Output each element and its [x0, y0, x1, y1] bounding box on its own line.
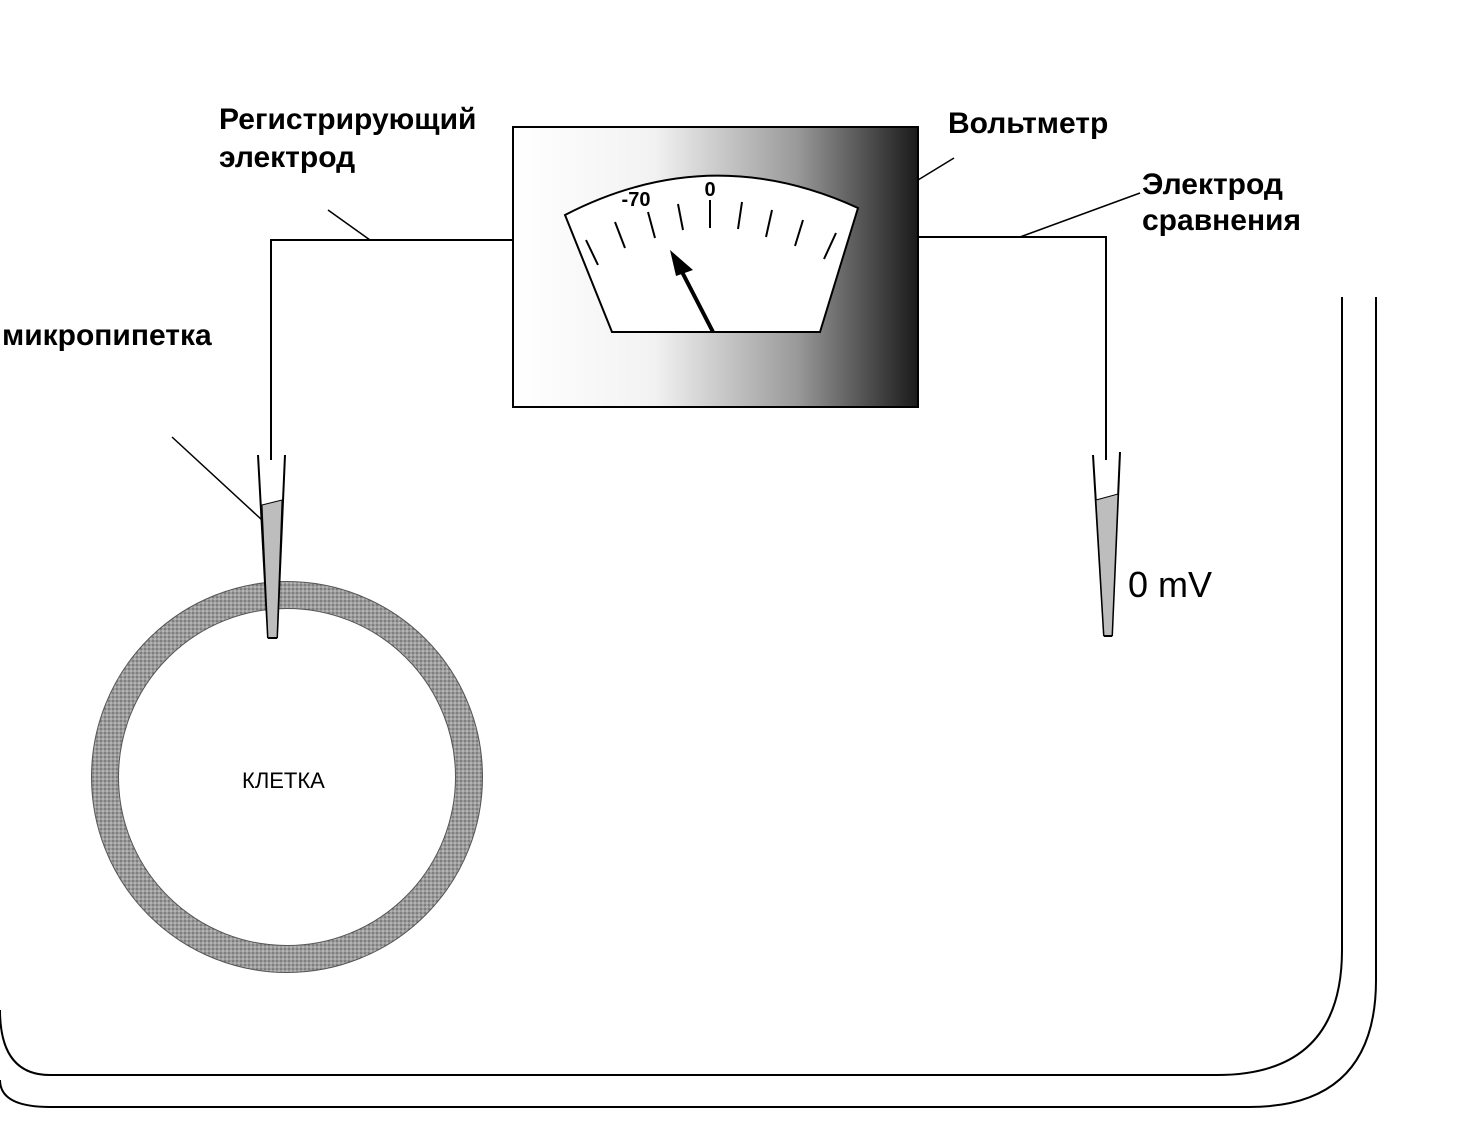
bath-potential-label: 0 mV: [1128, 564, 1213, 605]
leader-recording-electrode: [327, 209, 371, 241]
voltmeter-ticks: [585, 200, 837, 266]
reference-electrode-wire: [918, 236, 1107, 460]
leader-micropipette: [171, 436, 263, 521]
voltmeter-label: Вольтметр: [948, 107, 1109, 140]
voltmeter-dial-face: [563, 174, 860, 333]
voltmeter-needle-arrowhead: [670, 250, 693, 276]
recording-micropipette: [257, 454, 286, 639]
voltmeter-needle: [678, 267, 715, 333]
cell-label: КЛЕТКА: [242, 768, 325, 793]
cell-membrane: [91, 581, 483, 973]
reference-electrode-label-line1: Электрод: [1142, 168, 1283, 201]
voltmeter-scale-label-zero: 0: [704, 179, 715, 201]
recording-electrode-label-line1: Регистрирующий: [219, 103, 477, 136]
micropipette-label: микропипетка: [2, 319, 212, 352]
reference-micropipette: [1092, 451, 1121, 637]
dish-outer-wall: [0, 297, 1377, 1108]
dish-inner-wall: [0, 297, 1343, 1076]
leader-reference-electrode: [1019, 192, 1141, 238]
cell-membrane-outer-edge: [91, 581, 483, 973]
leader-voltmeter: [917, 157, 955, 181]
recording-electrode-label-line2: электрод: [219, 141, 356, 174]
voltmeter: -70 0: [512, 126, 919, 408]
cell-membrane-inner-edge: [118, 608, 456, 946]
recording-electrode-wire: [270, 239, 513, 460]
voltmeter-scale-label-minus70: -70: [622, 189, 651, 211]
reference-electrode-label-line2: сравнения: [1142, 204, 1302, 237]
